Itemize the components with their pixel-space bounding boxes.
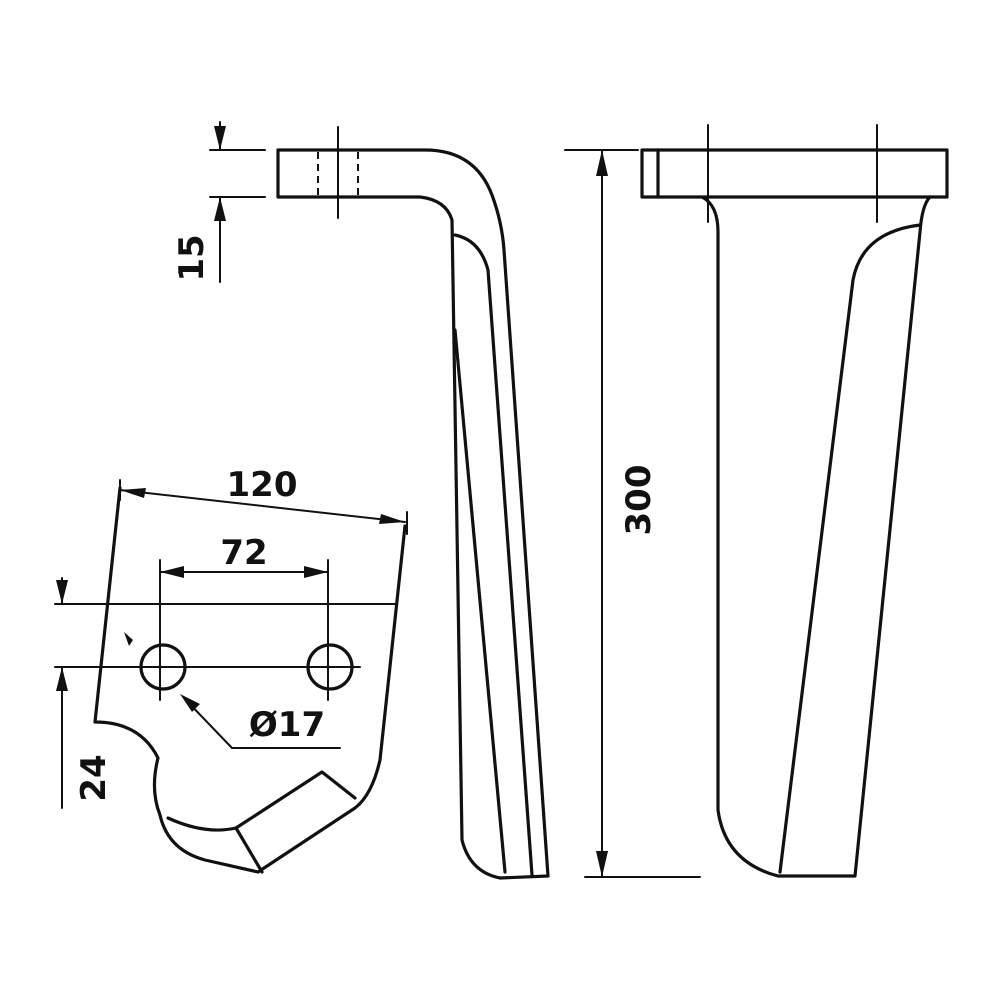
side-profile-outline	[276, 148, 550, 880]
rear-profile-inner-curve	[778, 223, 922, 874]
dimension-overall-height: 300	[564, 149, 701, 878]
dimension-flange-thickness: 15	[172, 121, 266, 283]
rear-flange	[640, 148, 949, 199]
rear-profile-outline	[700, 195, 932, 878]
dimension-hole-diameter: Ø17	[124, 632, 341, 749]
side-profile-inner-curve	[453, 233, 534, 877]
dimension-hole-diameter-label: Ø17	[249, 705, 325, 745]
blade-front-view	[54, 486, 407, 874]
dimension-width-top: 120	[119, 465, 408, 535]
dimension-width-top-label: 120	[227, 465, 298, 505]
dimension-hole-spacing: 72	[159, 533, 329, 578]
dimension-overall-height-label: 300	[619, 465, 659, 536]
blade-outline	[93, 486, 407, 874]
blade-edge-facet	[166, 770, 357, 874]
tine-side-view	[276, 126, 550, 880]
dimension-hole-spacing-label: 72	[220, 533, 267, 573]
dimension-flange-thickness-label: 15	[172, 234, 212, 281]
side-profile-taper-line	[453, 328, 507, 874]
tine-rear-view	[640, 124, 949, 878]
dimension-hole-offset: 24	[56, 577, 114, 809]
dimension-hole-offset-label: 24	[74, 754, 114, 801]
